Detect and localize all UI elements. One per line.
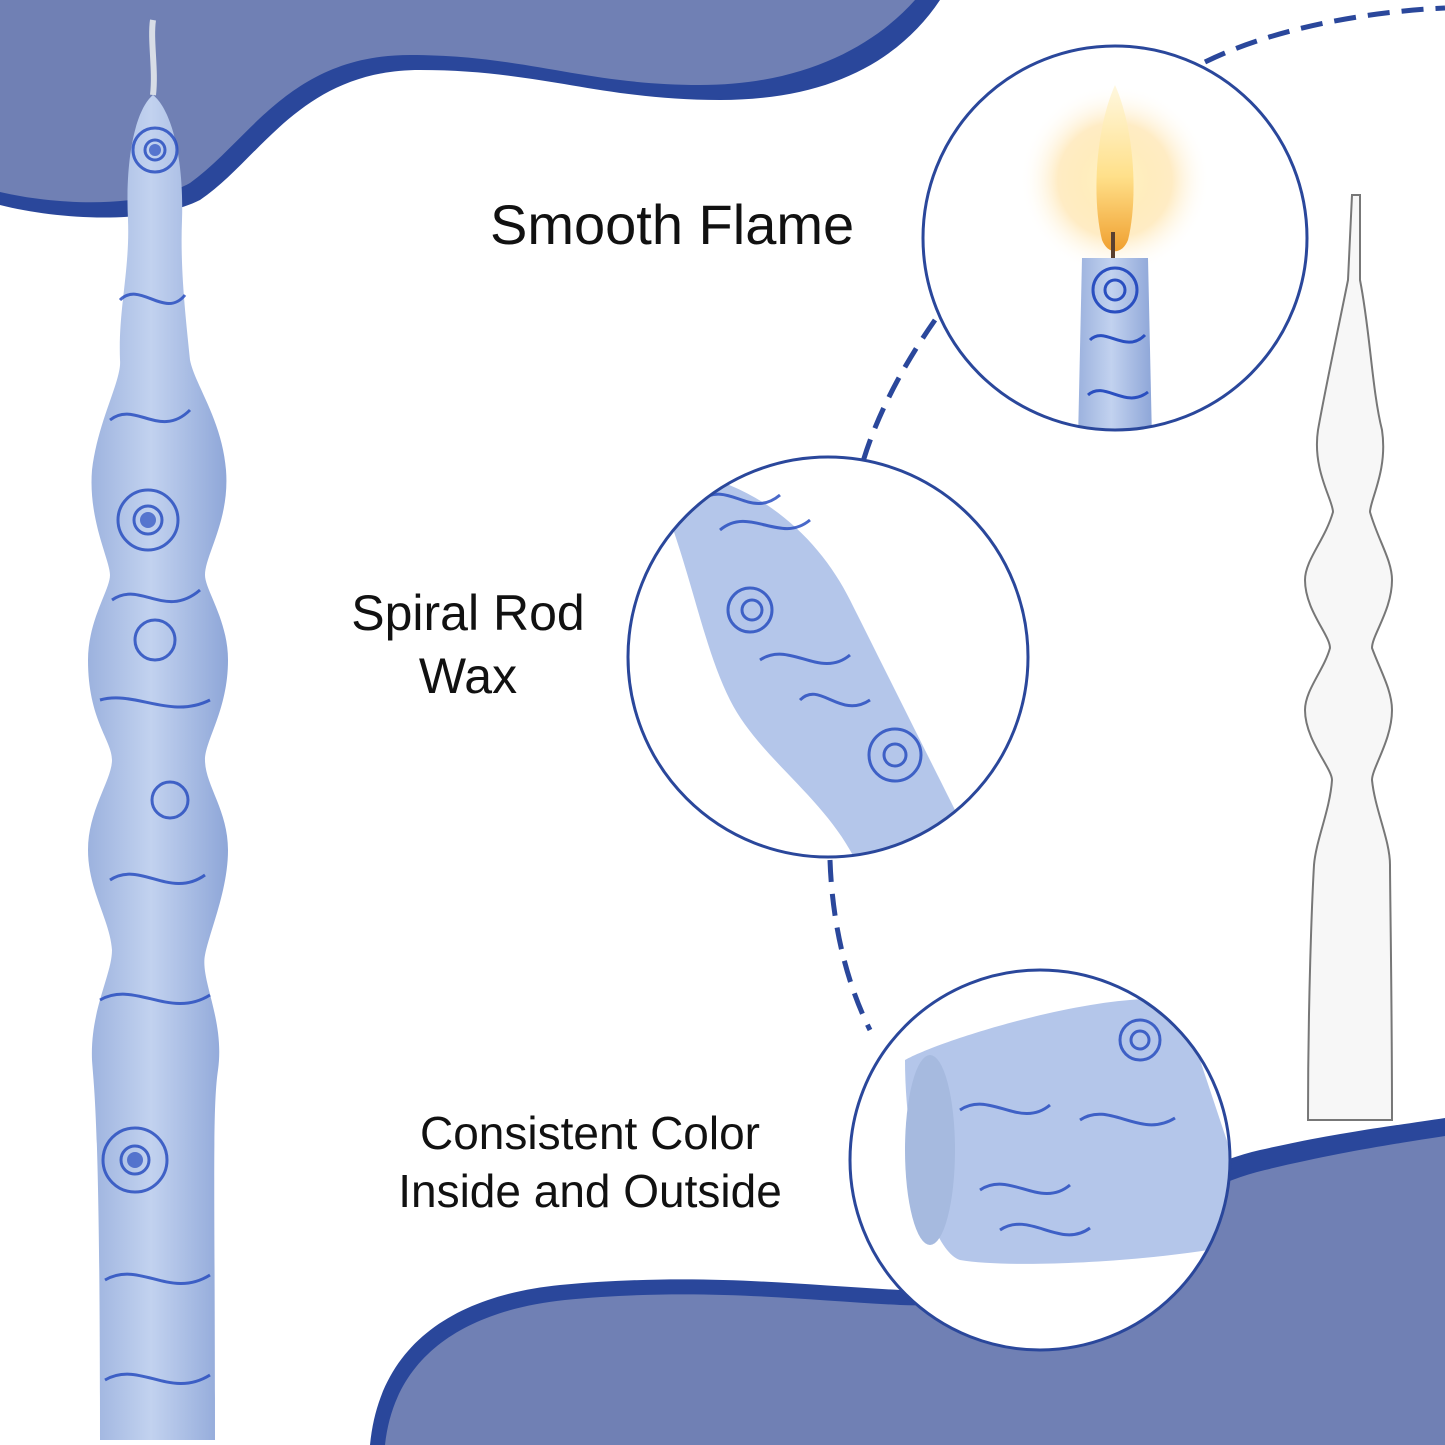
feature-label-spiral: Spiral Rod Wax	[318, 582, 618, 707]
candle-outline-sketch	[1303, 194, 1394, 1121]
spiral-wax-closeup	[626, 455, 1030, 859]
spiral-candle	[88, 19, 228, 1440]
candle-base-closeup	[848, 968, 1232, 1352]
dashed-connector	[859, 318, 938, 466]
feature-label-line: Spiral Rod	[351, 585, 585, 641]
dashed-connector	[1203, 5, 1445, 65]
feature-label-flame: Smooth Flame	[490, 190, 854, 260]
feature-label-line: Consistent Color	[419, 1107, 761, 1159]
feature-label-line: Wax	[418, 647, 518, 704]
feature-label-color: Consistent Color Inside and Outside	[360, 1105, 820, 1220]
top-left-wave	[0, 0, 940, 218]
feature-label-line: Smooth Flame	[490, 193, 855, 256]
feature-label-line: Inside and Outside	[398, 1164, 782, 1217]
lit-candle-closeup	[921, 44, 1309, 432]
dashed-connector	[827, 859, 873, 1032]
